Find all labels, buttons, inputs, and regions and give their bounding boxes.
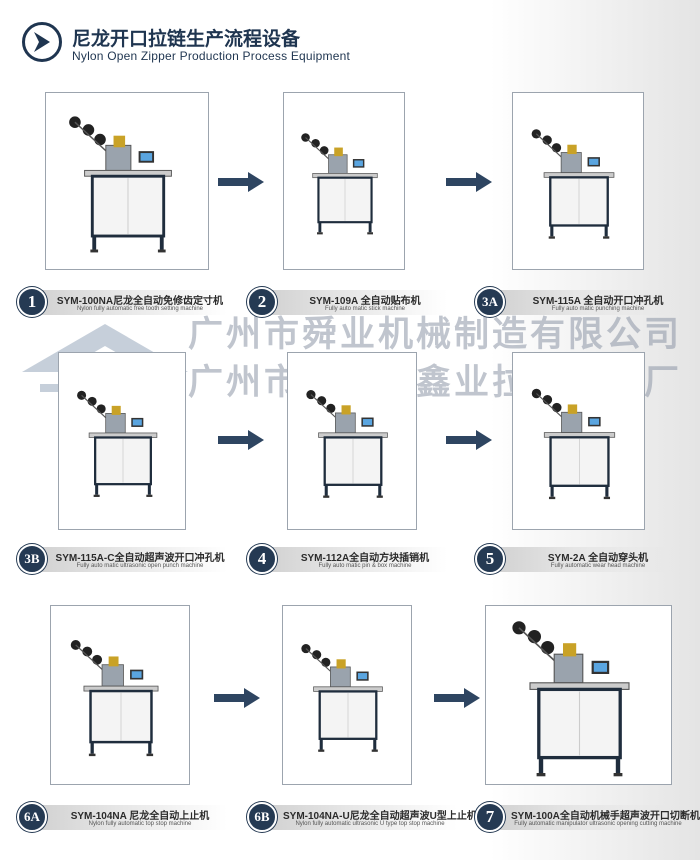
- caption-3a: 3A SYM-115A 全自动开口冲孔机 Fully auto matic pu…: [475, 287, 685, 317]
- watermark-company: 广州市舜业机械制造有限公司: [188, 315, 683, 355]
- caption-7: 7 SYM-100A全自动机械手超声波开口切断机 Fully automatic…: [475, 802, 700, 832]
- arrow-right-icon: [434, 688, 480, 708]
- arrow-right-icon: [446, 430, 492, 450]
- machine-photo-5: [512, 352, 645, 530]
- arrow-right-icon: [446, 172, 492, 192]
- caption-3b: 3B SYM-115A-C全自动超声波开口冲孔机 Fully auto mati…: [17, 544, 227, 574]
- step-badge: 6A: [17, 802, 47, 832]
- caption-6a: 6A SYM-104NA 尼龙全自动上止机 Nylon fully automa…: [17, 802, 227, 832]
- machine-photo-2: [283, 92, 405, 270]
- caption-4: 4 SYM-112A全自动方块插销机 Fully auto matic pin …: [247, 544, 447, 574]
- caption-6b: 6B SYM-104NA-U尼龙全自动超声波U型上止机 Nylon fully …: [247, 802, 477, 832]
- machine-photo-1: [45, 92, 209, 270]
- caption-5: 5 SYM-2A 全自动穿头机 Fully automatic wear hea…: [475, 544, 685, 574]
- step-badge: 3A: [475, 287, 505, 317]
- machine-photo-6a: [50, 605, 190, 785]
- arrow-right-icon: [218, 172, 264, 192]
- arrow-right-icon: [218, 430, 264, 450]
- page-subtitle: Nylon Open Zipper Production Process Equ…: [72, 49, 351, 63]
- chevron-right-icon: [34, 32, 50, 52]
- logo: [22, 22, 62, 62]
- arrow-right-icon: [214, 688, 260, 708]
- step-badge: 2: [247, 287, 277, 317]
- step-badge: 7: [475, 802, 505, 832]
- machine-photo-3a: [512, 92, 644, 270]
- machine-photo-7: [485, 605, 672, 785]
- step-badge: 6B: [247, 802, 277, 832]
- machine-photo-4: [287, 352, 417, 530]
- page-title: 尼龙开口拉链生产流程设备: [72, 28, 301, 50]
- step-badge: 4: [247, 544, 277, 574]
- caption-2: 2 SYM-109A 全自动贴布机 Fully auto matic stick…: [247, 287, 447, 317]
- step-badge: 5: [475, 544, 505, 574]
- caption-1: 1 SYM-100NA尼龙全自动免修齿定寸机 Nylon fully autom…: [17, 287, 227, 317]
- step-badge: 1: [17, 287, 47, 317]
- step-badge: 3B: [17, 544, 47, 574]
- machine-photo-3b: [58, 352, 186, 530]
- machine-photo-6b: [282, 605, 412, 785]
